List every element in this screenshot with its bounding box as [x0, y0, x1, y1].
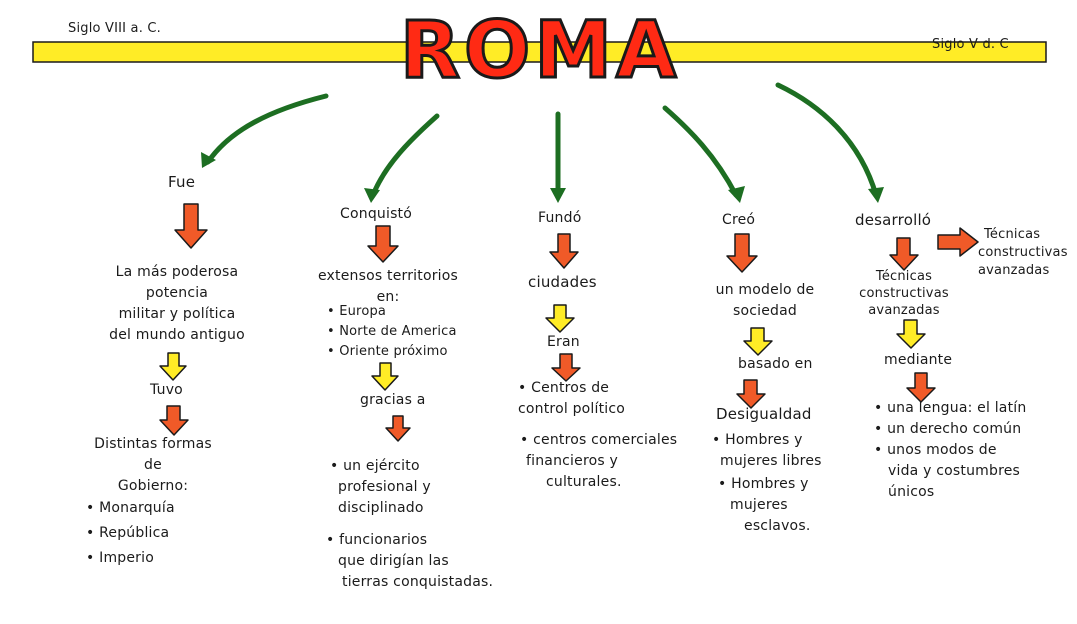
timeline-bar	[32, 41, 1047, 63]
connector-fundo-head	[550, 188, 566, 203]
arrow-n1-conquisto-down	[371, 362, 399, 391]
arrow-creo-down	[726, 233, 758, 273]
arrow-gracias-down	[385, 415, 411, 442]
connector-conquisto-head	[364, 188, 380, 203]
connector-fue	[205, 93, 329, 165]
arrow-n1-fue-down	[159, 352, 187, 381]
yellow-arrows	[159, 304, 926, 391]
arrow-n1-desarrollo-down	[896, 319, 926, 349]
arrow-n1-fundo-down	[545, 304, 575, 333]
arrow-desarrollo-down	[889, 237, 919, 271]
red-arrows	[159, 203, 979, 442]
connector-creo-head	[728, 186, 745, 203]
green-connectors	[205, 82, 879, 198]
arrow-basado-down	[736, 379, 766, 409]
connector-desarrollo-head	[868, 187, 884, 203]
arrow-mediante-down	[906, 372, 936, 403]
connector-fue-head	[201, 152, 216, 168]
arrow-eran-down	[551, 353, 581, 382]
connector-heads	[201, 152, 884, 203]
arrow-tuvo-down	[159, 405, 189, 436]
arrow-fue-down	[174, 203, 208, 249]
connector-desarrollo	[775, 82, 879, 198]
arrow-n1-creo-down	[743, 327, 773, 356]
connector-conquisto	[370, 113, 440, 198]
arrow-desarrollo-side	[937, 227, 979, 257]
connector-creo	[662, 105, 739, 198]
arrow-fundo-down	[549, 233, 579, 269]
arrow-conquisto-down	[367, 225, 399, 263]
